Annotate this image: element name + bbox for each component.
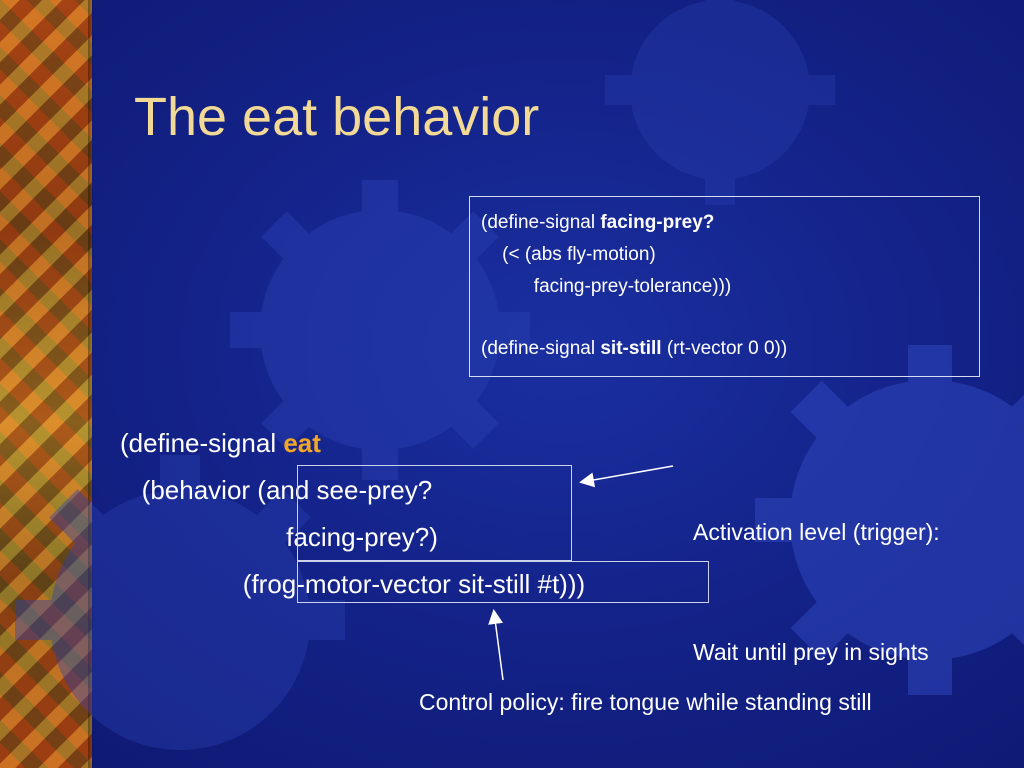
code-line: (< (abs fly-motion) [481,244,656,265]
signal-definitions-box: (define-signal facing-prey? (< (abs fly-… [469,196,980,377]
eat-behavior-code: (define-signal eat (behavior (and see-pr… [120,420,585,608]
gear-icon [230,180,530,480]
signal-name: facing-prey? [600,212,715,233]
trigger-highlight-box [297,465,572,561]
signal-name: sit-still [600,338,662,359]
annotation-line: Activation level (trigger): [693,519,940,545]
gear-icon [15,455,345,750]
code-text: (define-signal [120,428,284,458]
code-spacer [481,303,979,333]
code-line: (behavior (and see-prey? [120,475,433,505]
gear-icon [605,0,835,205]
control-policy-annotation: Control policy: fire tongue while standi… [419,689,872,715]
code-line: (define-signal eat [120,420,585,467]
slide-title: The eat behavior [134,87,540,147]
code-text: (define-signal [481,338,601,359]
annotation-line: Wait until prey in sights [693,639,929,665]
code-line: facing-prey-tolerance))) [481,276,732,297]
activation-annotation: Activation level (trigger): Wait until p… [693,432,940,712]
code-text: (define-signal [481,212,601,233]
policy-highlight-box [297,561,709,603]
code-line: facing-prey?) [120,522,438,552]
highlighted-signal-name: eat [283,428,321,458]
side-strip-shadow [88,0,94,768]
code-line: (frog-motor-vector sit-still #t))) [120,569,586,599]
gear-icon [755,345,1024,695]
code-line: (define-signal facing-prey? [481,207,979,239]
code-line: (define-signal sit-still (rt-vector 0 0)… [481,333,979,365]
code-text: (rt-vector 0 0)) [661,338,788,359]
decorative-side-strip [0,0,92,768]
